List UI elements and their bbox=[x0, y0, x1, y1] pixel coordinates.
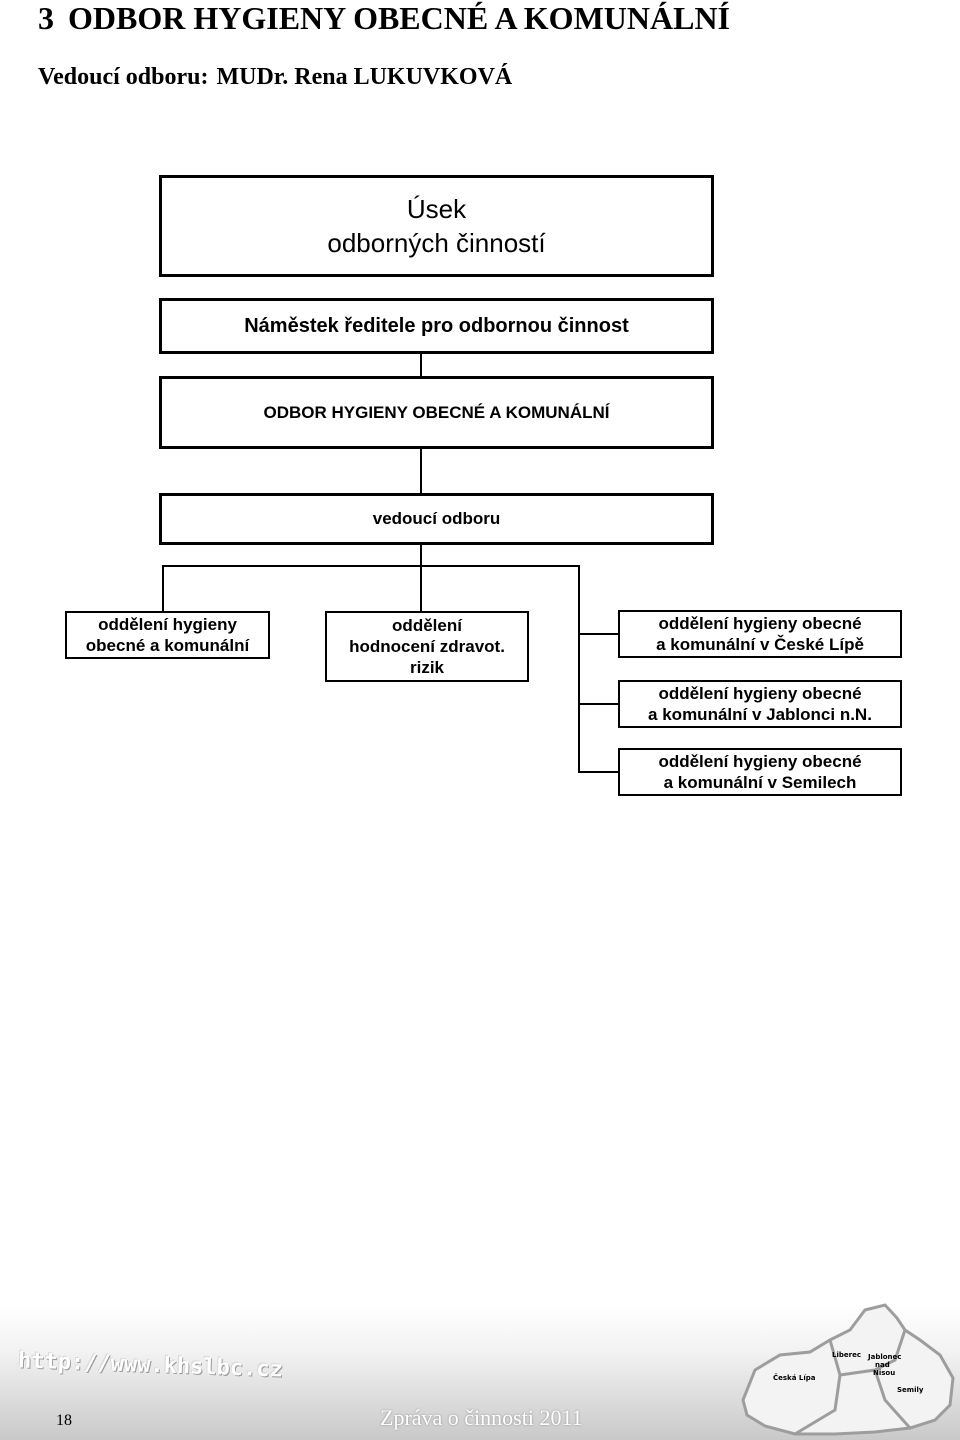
region-map-graphic: Liberec Jablonec nad Nisou Česká Lípa Se… bbox=[741, 1303, 955, 1436]
department-label: ODBOR HYGIENY OBECNÉ A KOMUNÁLNÍ bbox=[263, 402, 610, 422]
unit1-line-2: obecné a komunální bbox=[85, 636, 250, 655]
connector-deputy-department bbox=[420, 352, 422, 378]
unit3-line-2: a komunální v České Lípě bbox=[656, 635, 864, 654]
department-box: ODBOR HYGIENY OBECNÉ A KOMUNÁLNÍ bbox=[159, 376, 714, 449]
connector-unit2 bbox=[420, 565, 422, 613]
connector-unit5 bbox=[578, 771, 620, 773]
department-head-line: Vedoucí odboru: MUDr. Rena LUKUVKOVÁ bbox=[38, 64, 512, 91]
department-head-name: MUDr. Rena LUKUVKOVÁ bbox=[216, 64, 513, 90]
unit-box-semily: oddělení hygieny obecné a komunální v Se… bbox=[618, 748, 902, 796]
unit1-line-1: oddělení hygieny bbox=[98, 615, 237, 634]
unit2-line-3: rizik bbox=[409, 658, 445, 677]
connector-department-head bbox=[420, 447, 422, 494]
unit3-line-1: oddělení hygieny obecné bbox=[658, 614, 862, 633]
department-head-label: Vedoucí odboru: bbox=[38, 64, 209, 90]
unit4-line-1: oddělení hygieny obecné bbox=[658, 684, 862, 703]
connector-head-down bbox=[420, 543, 422, 566]
report-title: Zpráva o činnosti 2011 bbox=[380, 1405, 583, 1430]
head-box: vedoucí odboru bbox=[159, 493, 714, 545]
deputy-box: Náměstek ředitele pro odbornou činnost bbox=[159, 298, 714, 354]
map-label-liberec: Liberec bbox=[832, 1351, 861, 1359]
unit-box-jablonec: oddělení hygieny obecné a komunální v Ja… bbox=[618, 680, 902, 728]
chapter-number: 3 bbox=[38, 0, 54, 36]
unit5-line-2: a komunální v Semilech bbox=[663, 773, 857, 792]
connector-horizontal-bus bbox=[162, 565, 580, 567]
chapter-heading: 3 ODBOR HYGIENY OBECNÉ A KOMUNÁLNÍ bbox=[38, 0, 730, 37]
section-line-1: Úsek bbox=[406, 194, 467, 224]
page-number: 18 bbox=[56, 1412, 72, 1429]
map-label-jablonec-3: Nisou bbox=[873, 1369, 895, 1377]
head-label: vedoucí odboru bbox=[372, 509, 501, 528]
connector-branch-trunk bbox=[578, 565, 580, 772]
region-map-outline bbox=[741, 1303, 955, 1436]
section-box: Úsek odborných činností bbox=[159, 175, 714, 277]
unit2-line-1: oddělení bbox=[392, 616, 462, 635]
chapter-title: ODBOR HYGIENY OBECNÉ A KOMUNÁLNÍ bbox=[68, 0, 730, 36]
connector-unit3 bbox=[578, 633, 620, 635]
map-label-jablonec-1: Jablonec bbox=[867, 1353, 901, 1361]
unit5-line-1: oddělení hygieny obecné bbox=[658, 752, 862, 771]
unit4-line-2: a komunální v Jablonci n.N. bbox=[648, 705, 872, 724]
unit-box-ceska-lipa: oddělení hygieny obecné a komunální v Če… bbox=[618, 610, 902, 658]
unit2-line-2: hodnocení zdravot. bbox=[349, 637, 505, 656]
map-label-jablonec-2: nad bbox=[875, 1361, 890, 1369]
section-line-2: odborných činností bbox=[327, 228, 546, 258]
map-label-semily: Semily bbox=[897, 1386, 924, 1394]
unit-box-general: oddělení hygieny obecné a komunální bbox=[65, 611, 270, 659]
connector-unit1 bbox=[162, 565, 164, 613]
map-label-ceska-lipa: Česká Lípa bbox=[773, 1373, 816, 1382]
unit-box-risk: oddělení hodnocení zdravot. rizik bbox=[325, 611, 529, 682]
connector-unit4 bbox=[578, 703, 620, 705]
deputy-label: Náměstek ředitele pro odbornou činnost bbox=[244, 314, 629, 337]
